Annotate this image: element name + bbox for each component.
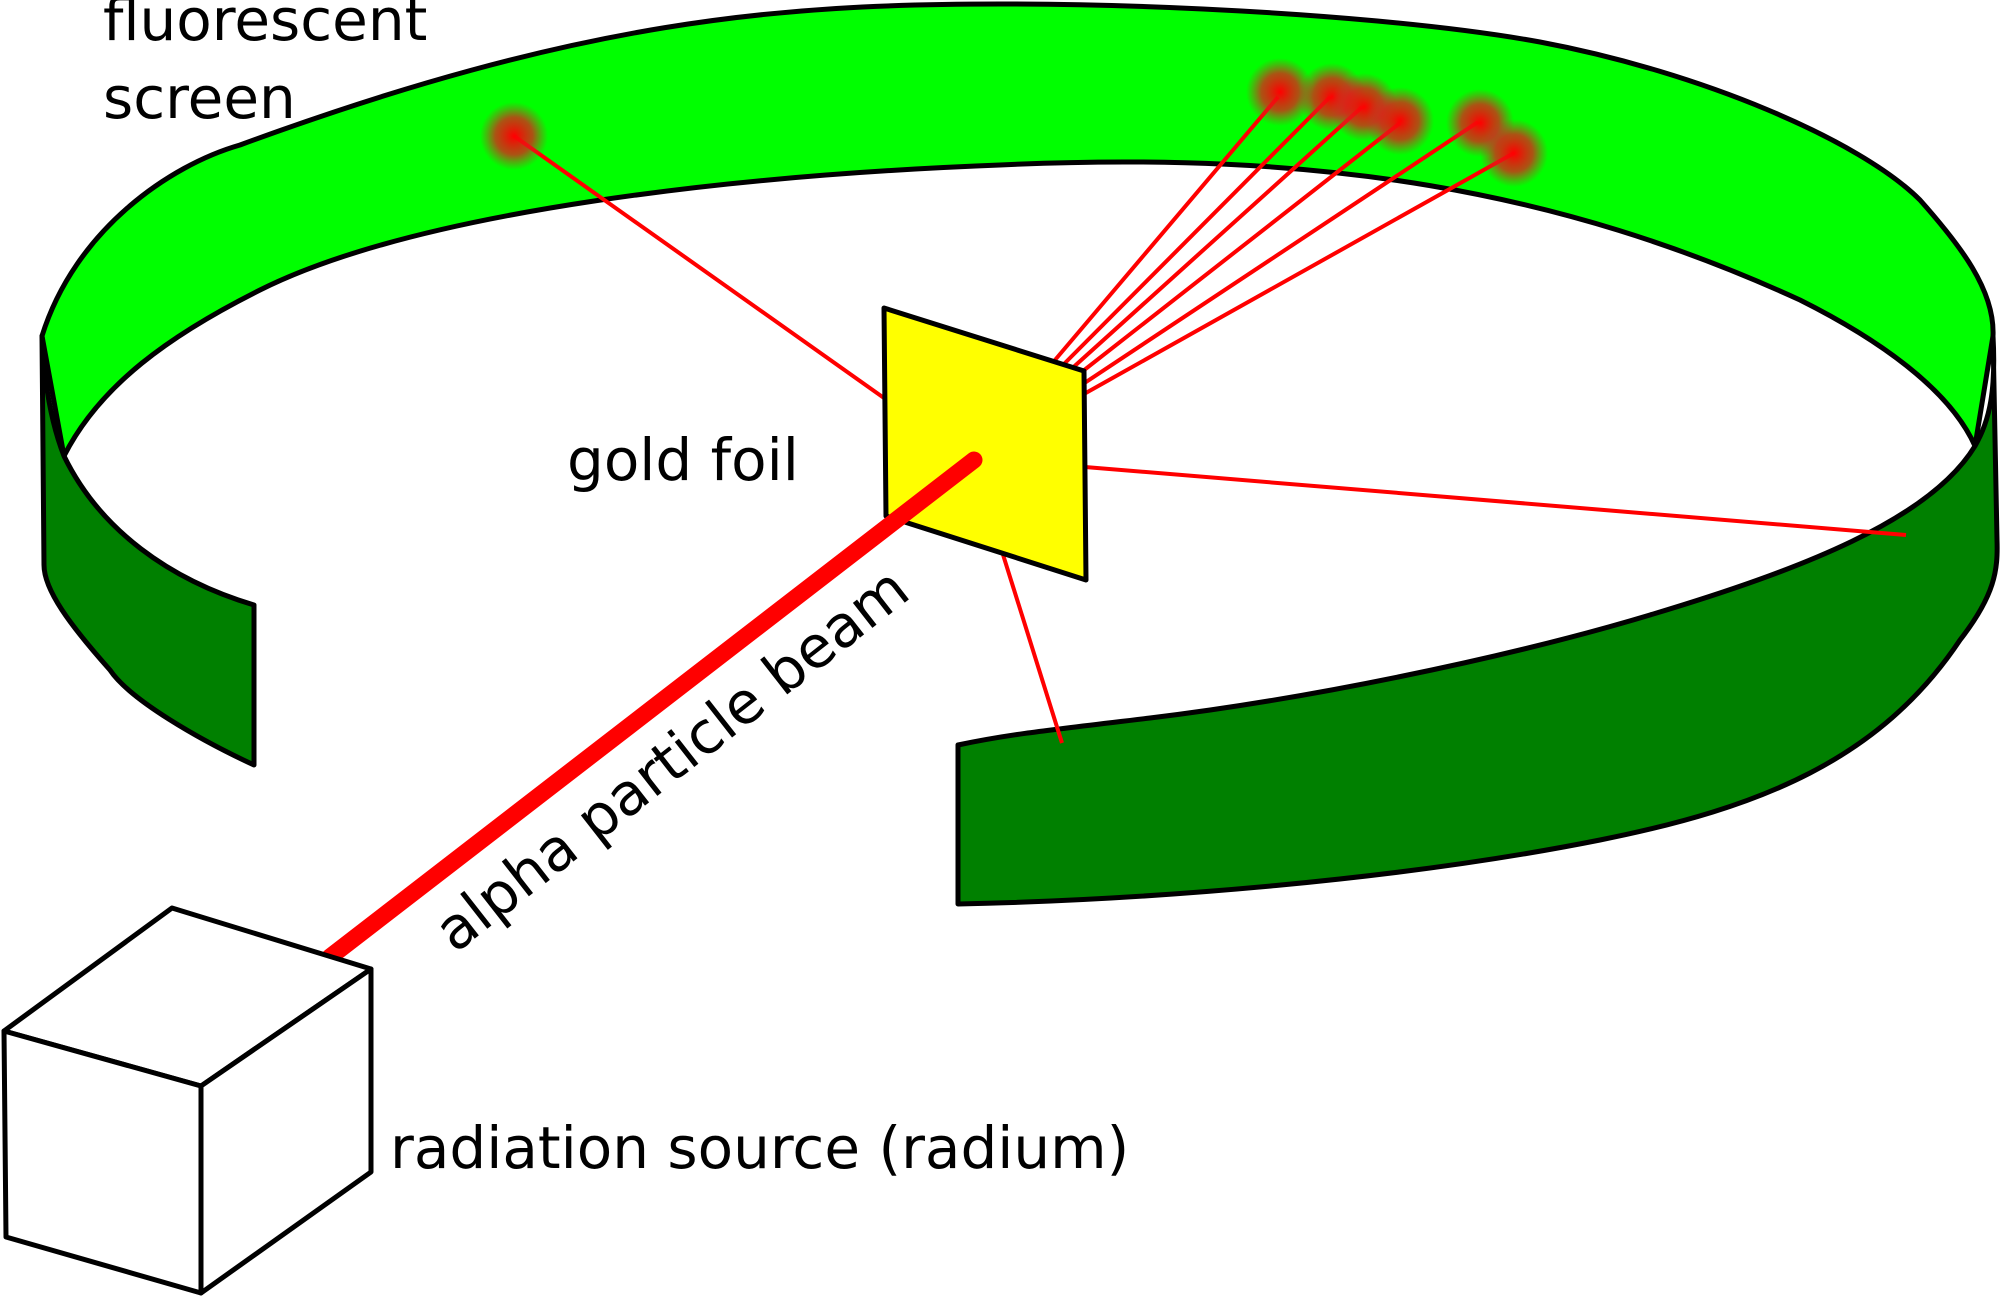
radium-source-cube: [1, 905, 374, 1296]
flash-icon: [1366, 87, 1434, 155]
path-backscatter: [512, 134, 886, 400]
path-deflected-5: [1078, 120, 1480, 388]
gold-foil-sheet: [881, 305, 1089, 583]
screen-label-line1: fluorescent: [103, 0, 427, 54]
path-deflected-6: [1083, 151, 1515, 396]
beam-label: alpha particle beam: [422, 554, 922, 965]
scintillation-flashes: [480, 58, 1548, 187]
screen-label-line2: screen: [103, 64, 296, 132]
path-deflected-2: [1060, 95, 1332, 368]
path-deflected-1: [1053, 95, 1280, 362]
path-side-right: [1084, 465, 1907, 537]
flash-icon: [480, 102, 548, 170]
alpha-beam: [321, 451, 983, 966]
cube-side-face: [198, 966, 374, 1296]
path-deflected-3: [1066, 105, 1364, 374]
source-label: radiation source (radium): [390, 1114, 1129, 1182]
screen-outer-face-right: [955, 333, 2000, 907]
flash-icon: [1246, 58, 1314, 126]
path-deflected-4: [1072, 121, 1402, 380]
flash-icon: [1480, 119, 1548, 187]
screen-outer-face-left: [39, 333, 257, 768]
foil-label: gold foil: [567, 426, 799, 494]
